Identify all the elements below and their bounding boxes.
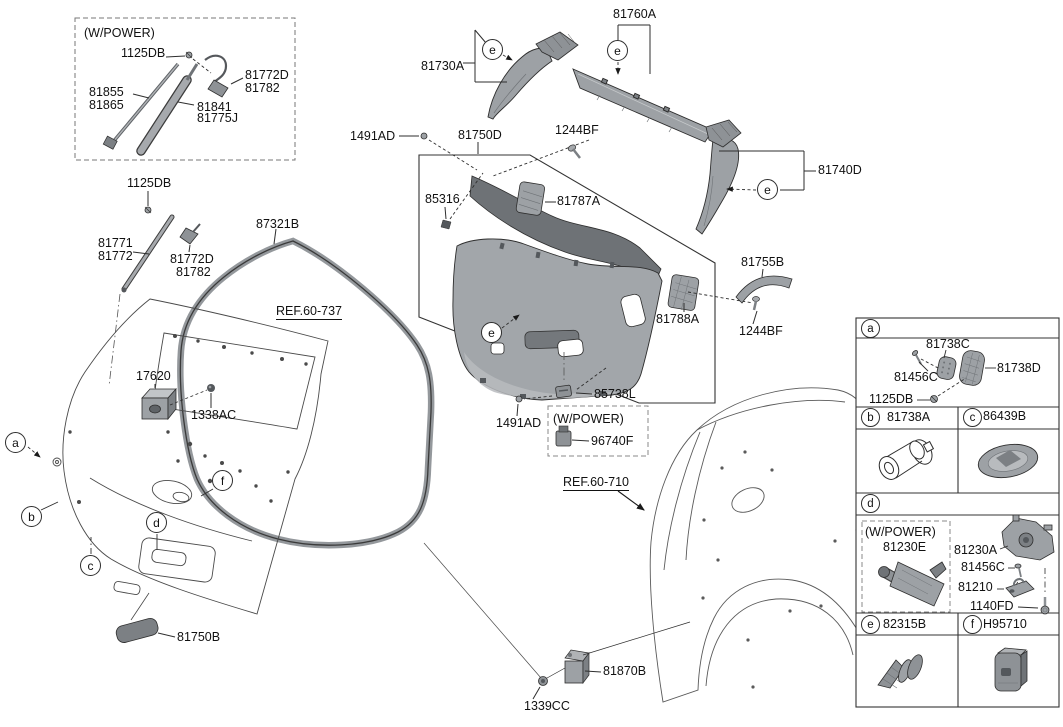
table-label-1125db-a: 1125DB: [869, 392, 914, 406]
part-label-81782-box: 81782: [245, 81, 280, 95]
table-balloon-d: d: [861, 494, 880, 513]
part-label-81772d-box: 81772D: [245, 68, 289, 82]
part-label-81760a: 81760A: [613, 7, 657, 21]
lower-latch-drawing: [115, 618, 691, 700]
table-label-h95710: H95710: [983, 617, 1027, 631]
part-label-1244bf-right: 1244BF: [739, 324, 783, 338]
part-label-81788a: 81788A: [656, 312, 700, 326]
tailgate-frame-drawing: [52, 298, 542, 679]
part-label-1491ad-bottom: 1491AD: [496, 416, 542, 430]
table-label-81456c-a: 81456C: [894, 370, 938, 384]
switch-box-title: (W/POWER): [553, 412, 624, 426]
table-balloon-f: f: [963, 615, 982, 634]
camera-drawing: [141, 384, 215, 421]
part-label-81730a: 81730A: [421, 59, 465, 73]
left-strut-drawing: [108, 191, 201, 387]
part-label-81787a: 81787A: [557, 194, 601, 208]
quarter-panel-drawing: [617, 387, 872, 703]
table-label-81230e: 81230E: [883, 540, 927, 554]
part-label-81755b: 81755B: [741, 255, 785, 269]
part-label-81841: 81841: [197, 100, 232, 114]
balloon-c: c: [80, 555, 101, 576]
part-label-81750d: 81750D: [458, 128, 502, 142]
part-label-96740f: 96740F: [591, 434, 634, 448]
table-balloon-a: a: [861, 319, 880, 338]
balloon-e-trim-right: e: [757, 179, 778, 200]
power-strut-box-drawing: [74, 17, 296, 161]
part-label-81870b: 81870B: [603, 664, 647, 678]
part-label-81855: 81855: [89, 85, 124, 99]
part-label-81865: 81865: [89, 98, 124, 112]
table-balloon-c: c: [963, 408, 982, 427]
callout-boundary: [418, 154, 716, 404]
table-balloon-b: b: [861, 408, 880, 427]
table-balloon-e: e: [861, 615, 880, 634]
part-label-81775j: 81775J: [197, 111, 239, 125]
part-label-81772d-left: 81772D: [170, 252, 214, 266]
table-label-81738d: 81738D: [997, 361, 1041, 375]
part-label-1339cc: 1339CC: [524, 699, 570, 713]
table-label-82315b: 82315B: [883, 617, 927, 631]
part-label-1491ad-top: 1491AD: [350, 129, 396, 143]
part-label-85316: 85316: [425, 192, 460, 206]
table-label-81456c-d: 81456C: [961, 560, 1005, 574]
trim-panel-drawing: [452, 175, 663, 401]
table-label-1140fd: 1140FD: [970, 599, 1014, 613]
part-label-17620: 17620: [136, 369, 171, 383]
balloon-e-panel: e: [481, 322, 502, 343]
switch-box-drawing: [547, 405, 649, 457]
part-label-1125db-left: 1125DB: [127, 176, 172, 190]
part-label-85738l: 85738L: [594, 387, 636, 401]
part-label-87321b: 87321B: [256, 217, 300, 231]
part-label-81772: 81772: [98, 249, 133, 263]
power-box-title: (W/POWER): [84, 26, 155, 40]
table-label-86439b: 86439B: [983, 409, 1027, 423]
part-label-1125db-box: 1125DB: [121, 46, 166, 60]
balloon-a: a: [5, 432, 26, 453]
part-label-81782-left: 81782: [176, 265, 211, 279]
part-label-81771: 81771: [98, 236, 133, 250]
weatherstrip-drawing: [177, 228, 435, 549]
balloon-d: d: [146, 512, 167, 533]
balloon-b: b: [21, 506, 42, 527]
panel-fastener-drawings: [399, 132, 793, 417]
legend-table-drawing: [855, 317, 1060, 708]
balloon-leaders: [27, 446, 214, 554]
table-label-81230a: 81230A: [954, 543, 998, 557]
upper-trim-drawings: [463, 24, 816, 235]
part-label-1338ac: 1338AC: [191, 408, 237, 422]
table-label-81738c: 81738C: [926, 337, 970, 351]
table-label-81738a: 81738A: [887, 410, 931, 424]
balloon-f: f: [212, 470, 233, 491]
balloon-e-trim-center: e: [607, 40, 628, 61]
part-label-81740d: 81740D: [818, 163, 862, 177]
table-power-title: (W/POWER): [865, 525, 936, 539]
ref-label-60-737: REF.60-737: [276, 304, 343, 321]
table-label-81210: 81210: [958, 580, 993, 594]
part-label-1244bf-top: 1244BF: [555, 123, 599, 137]
part-label-81750b: 81750B: [177, 630, 221, 644]
ref-label-60-710: REF.60-710: [563, 475, 630, 492]
balloon-e-trim-left: e: [482, 39, 503, 60]
